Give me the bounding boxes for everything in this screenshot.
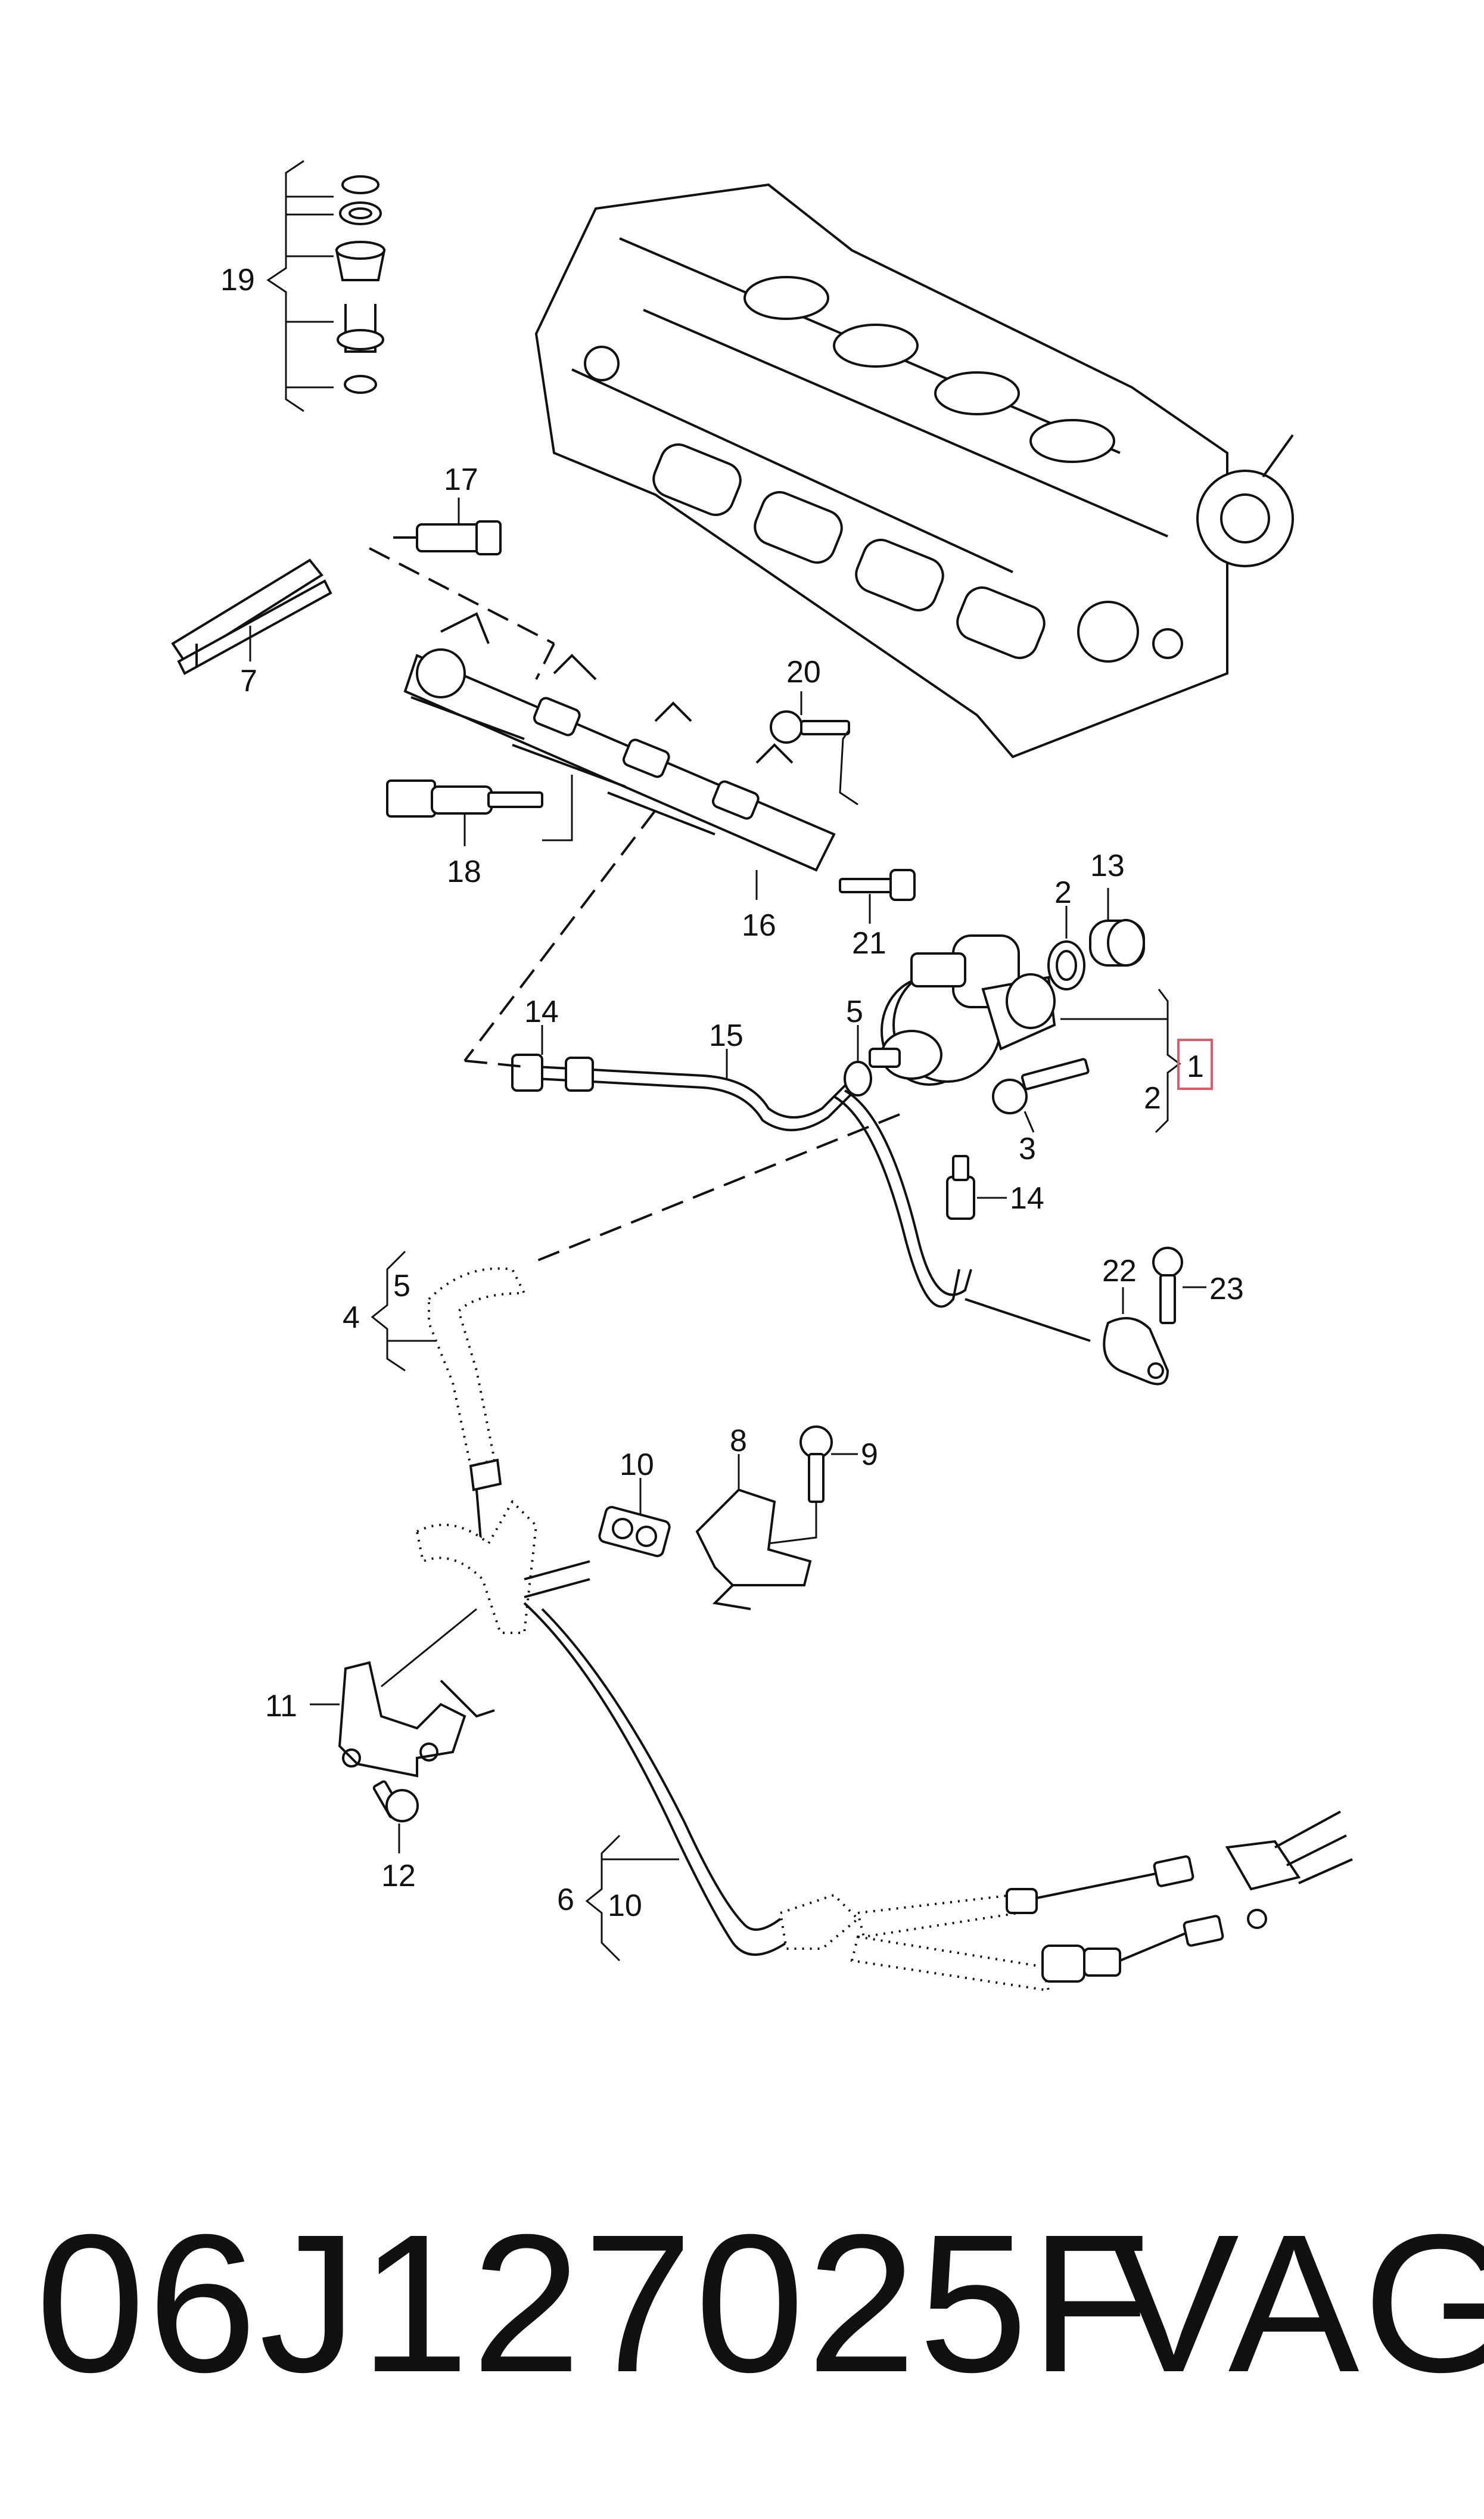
part-14-fitting-upper (511, 1054, 594, 1092)
callout-11: 11 (265, 1689, 297, 1723)
callout-14b: 14 (1010, 1181, 1044, 1216)
part-number: 06J127025F (36, 2193, 1153, 2413)
part-15-pressure-line (536, 1066, 972, 1308)
part-9-bolt (799, 1425, 833, 1503)
callout-8: 8 (730, 1424, 747, 1458)
part-20-bolt (770, 710, 850, 744)
callout-2a: 2 (1054, 875, 1072, 910)
callout-18: 18 (447, 855, 481, 889)
part-7-strip (171, 558, 332, 675)
callout-4: 4 (343, 1300, 360, 1335)
part-12-bolt (372, 1780, 419, 1822)
callout-12: 12 (381, 1859, 416, 1893)
callout-16: 16 (742, 908, 776, 943)
part-10-clip (598, 1506, 671, 1557)
callout-6: 6 (557, 1883, 574, 1917)
part-14-fitting-lower (946, 1155, 975, 1220)
part-11-holder (338, 1661, 495, 1778)
callout-20: 20 (786, 655, 821, 689)
callout-19: 19 (220, 263, 255, 297)
part-23-screw (1152, 1247, 1183, 1324)
part-16-fuel-rail (403, 612, 836, 872)
callout-13: 13 (1090, 849, 1125, 883)
part-8-bracket (695, 1488, 812, 1610)
callout-23: 23 (1209, 1272, 1244, 1306)
callout-9: 9 (861, 1437, 878, 1472)
callout-14a: 14 (524, 995, 559, 1029)
part-6-hose-assembly (415, 1499, 1353, 1992)
part-2-seal-ring (1047, 940, 1085, 990)
callout-21: 21 (852, 926, 886, 961)
part-4-hose (428, 1267, 527, 1492)
callout-2b: 2 (1144, 1081, 1161, 1116)
part-13-bushing (1089, 919, 1145, 967)
callout-1: 1 (1187, 1049, 1204, 1084)
part-21-bolt (839, 869, 916, 901)
callout-7: 7 (240, 664, 257, 698)
part-3-bolt (992, 1058, 1090, 1114)
callout-10a: 10 (620, 1448, 654, 1482)
callout-10b: 10 (608, 1889, 642, 1923)
part-22-clip (1103, 1317, 1169, 1386)
part-5-clamp (844, 1061, 872, 1097)
cylinder-head (534, 183, 1294, 759)
part-17-sensor (393, 520, 502, 555)
callout-3: 3 (1019, 1132, 1036, 1166)
callout-1-highlight (1177, 1039, 1213, 1090)
callout-22: 22 (1102, 1254, 1137, 1288)
part-18-sensor (386, 779, 543, 818)
brand-label: VAG (1108, 2193, 1484, 2413)
part-19-seal-set (266, 160, 386, 412)
callout-15: 15 (709, 1018, 743, 1053)
callout-5b: 5 (393, 1269, 410, 1303)
callout-17: 17 (444, 462, 478, 497)
callout-5a: 5 (846, 995, 863, 1029)
part-1-high-pressure-pump (869, 934, 1056, 1086)
